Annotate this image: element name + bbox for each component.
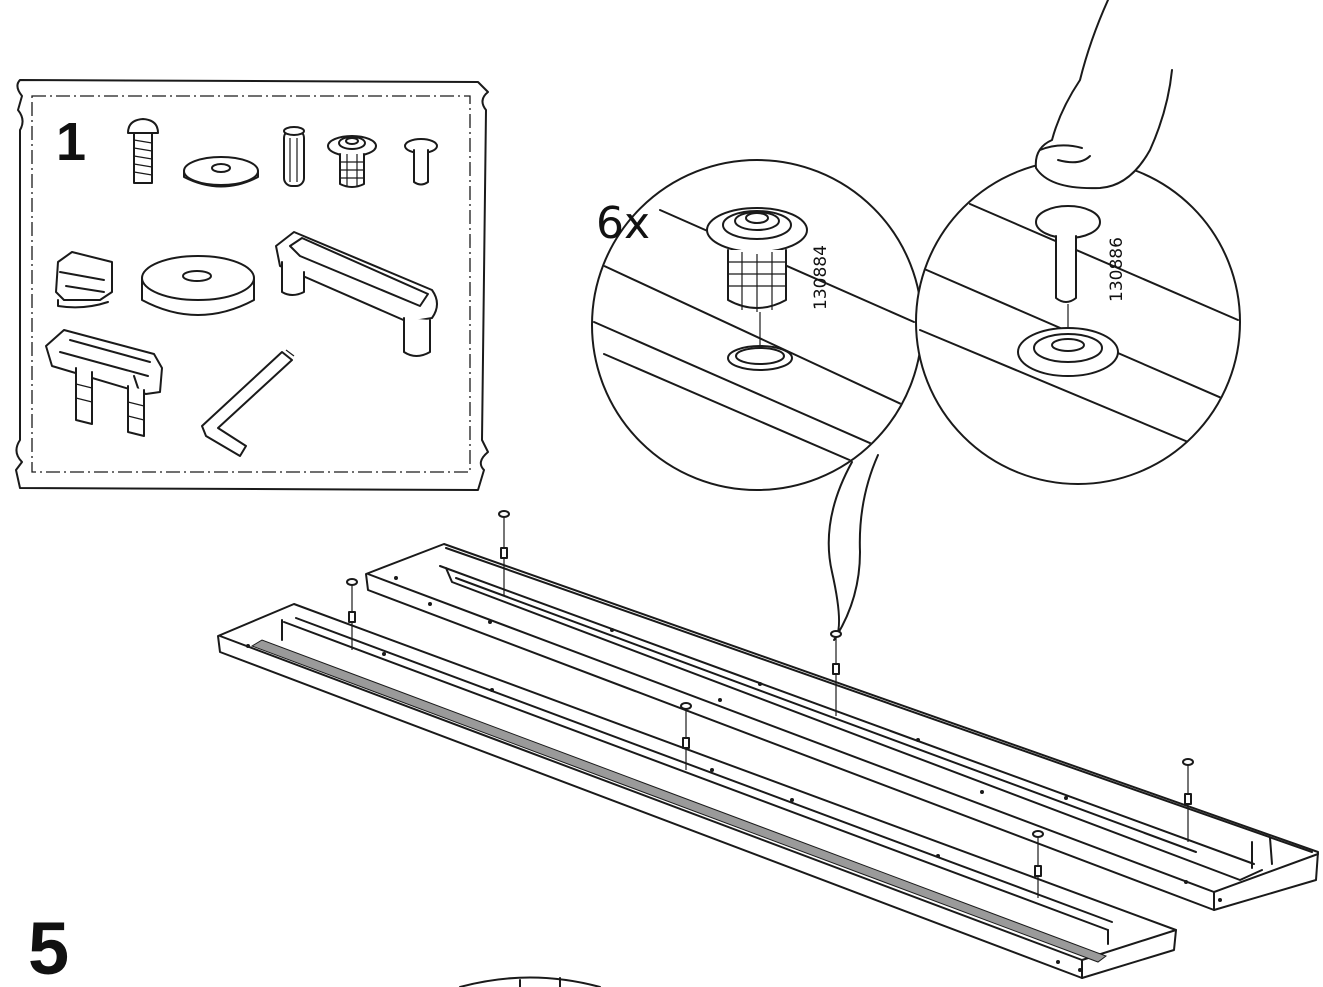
hole-dots (246, 576, 1222, 972)
quantity-label: 6x (596, 198, 650, 249)
next-step-preview (459, 976, 601, 987)
bag-number: 1 (56, 112, 86, 172)
part-number-right: 130886 (1107, 237, 1127, 302)
pin-detail-icon (1017, 205, 1119, 377)
screw (346, 578, 358, 650)
insert-nut-detail-icon (706, 207, 808, 371)
pin-icon (404, 138, 438, 186)
allen-key-icon (201, 349, 295, 457)
screw (680, 702, 692, 770)
insert-nut-icon (327, 135, 377, 188)
bolt-icon (127, 118, 159, 184)
detail-circle-left (591, 159, 923, 641)
detail-circle-right (915, 159, 1241, 485)
step-number: 5 (28, 907, 69, 987)
rail-left (217, 603, 1177, 979)
screw (1182, 758, 1194, 842)
handle-icon (275, 231, 438, 357)
bracket-icon (45, 329, 163, 437)
dowel-icon (283, 126, 305, 187)
rail-right (365, 543, 1319, 911)
part-number-left: 130884 (811, 245, 831, 310)
screw (1032, 830, 1044, 898)
disc-icon (141, 255, 255, 316)
washer-icon (183, 156, 259, 188)
screw (830, 630, 842, 716)
finger-icon (1034, 0, 1173, 190)
screw (498, 510, 510, 596)
clamp-icon (55, 251, 113, 309)
